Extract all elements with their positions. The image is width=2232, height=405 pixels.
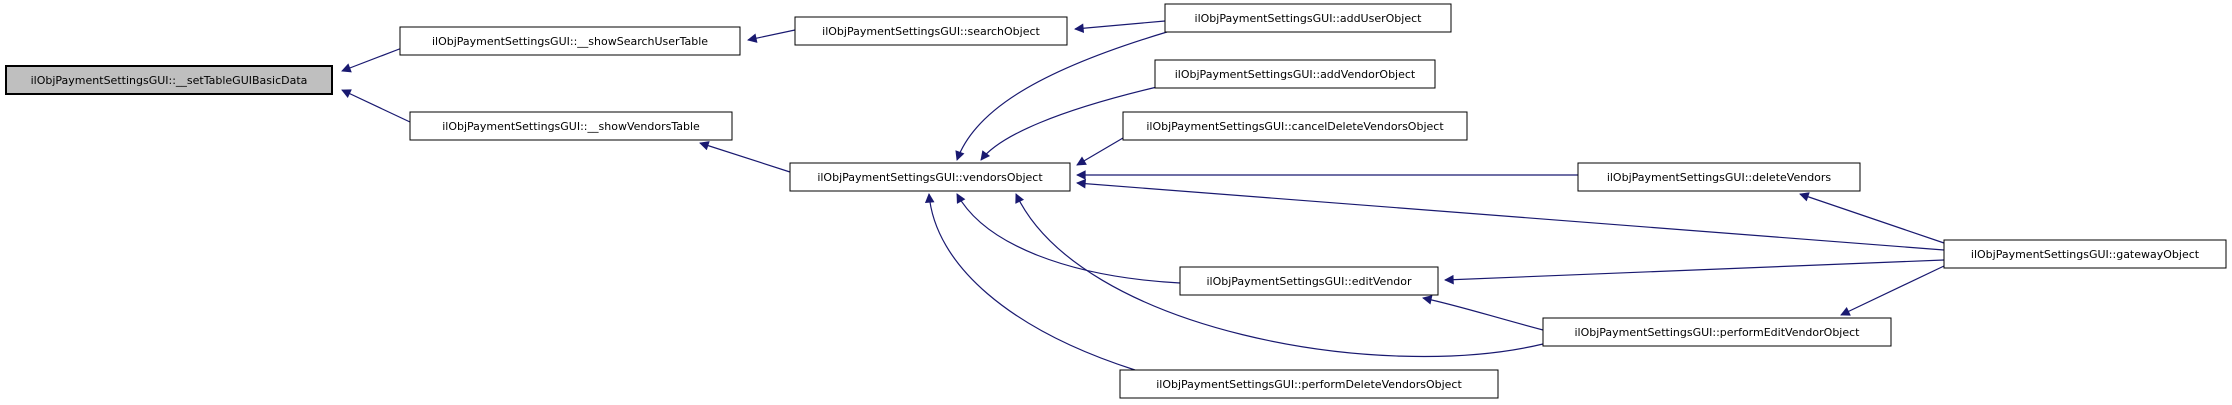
call-edge-cancelDeleteVendorsObject-to-vendorsObject (1076, 137, 1124, 166)
call-edge-gatewayObject-to-performEditVendorObject (1840, 265, 1945, 316)
call-edge-showVendorsTable-to-setTableGUIBasicData (341, 89, 411, 123)
call-edge-gatewayObject-to-editVendor (1444, 259, 1945, 285)
call-edge-addVendorObject-to-vendorsObject (980, 86, 1158, 161)
call-edge-performEditVendorObject-to-vendorsObject (1015, 193, 1544, 358)
function-node-box (1154, 59, 1436, 89)
edges-layer (341, 20, 1945, 371)
function-node-box (399, 26, 741, 56)
graph-node-showVendorsTable[interactable]: ilObjPaymentSettingsGUI::__showVendorsTa… (409, 111, 733, 141)
node-label-performEditVendorObject: ilObjPaymentSettingsGUI::performEditVend… (1574, 326, 1860, 339)
function-node-box (409, 111, 733, 141)
call-edge-gatewayObject-to-deleteVendors (1799, 192, 1945, 244)
node-label-addVendorObject: ilObjPaymentSettingsGUI::addVendorObject (1175, 68, 1416, 81)
call-edge-addUserObject-to-searchObject (1074, 20, 1166, 34)
call-edge-performDeleteVendorsObject-to-vendorsObject (924, 193, 1136, 371)
function-node-box (1179, 266, 1439, 296)
node-label-editVendor: ilObjPaymentSettingsGUI::editVendor (1206, 275, 1412, 288)
call-edge-addUserObject-to-vendorsObject (955, 31, 1168, 161)
call-edge-performEditVendorObject-to-editVendor (1422, 295, 1544, 331)
call-edge-gatewayObject-to-vendorsObject (1076, 178, 1945, 251)
call-edge-vendorsObject-to-showVendorsTable (699, 141, 791, 173)
current-function-node-box (5, 65, 333, 95)
node-label-setTableGUIBasicData: ilObjPaymentSettingsGUI::__setTableGUIBa… (31, 74, 308, 87)
function-node-box (1943, 239, 2227, 269)
graph-node-searchObject[interactable]: ilObjPaymentSettingsGUI::searchObject (794, 16, 1068, 46)
graph-node-performEditVendorObject[interactable]: ilObjPaymentSettingsGUI::performEditVend… (1542, 317, 1892, 347)
graph-node-cancelDeleteVendorsObject[interactable]: ilObjPaymentSettingsGUI::cancelDeleteVen… (1122, 111, 1468, 141)
graph-node-vendorsObject[interactable]: ilObjPaymentSettingsGUI::vendorsObject (789, 162, 1071, 192)
function-node-box (1542, 317, 1892, 347)
node-label-showVendorsTable: ilObjPaymentSettingsGUI::__showVendorsTa… (442, 120, 700, 133)
node-label-addUserObject: ilObjPaymentSettingsGUI::addUserObject (1195, 12, 1423, 25)
function-node-box (1577, 162, 1861, 192)
graph-node-addVendorObject[interactable]: ilObjPaymentSettingsGUI::addVendorObject (1154, 59, 1436, 89)
nodes-layer: ilObjPaymentSettingsGUI::__setTableGUIBa… (5, 3, 2227, 399)
graph-node-deleteVendors[interactable]: ilObjPaymentSettingsGUI::deleteVendors (1577, 162, 1861, 192)
node-label-searchObject: ilObjPaymentSettingsGUI::searchObject (822, 25, 1040, 38)
function-node-box (1164, 3, 1452, 33)
graph-node-showSearchUserTable[interactable]: ilObjPaymentSettingsGUI::__showSearchUse… (399, 26, 741, 56)
call-edge-showSearchUserTable-to-setTableGUIBasicData (341, 47, 403, 73)
function-node-box (794, 16, 1068, 46)
node-label-vendorsObject: ilObjPaymentSettingsGUI::vendorsObject (817, 171, 1043, 184)
node-label-deleteVendors: ilObjPaymentSettingsGUI::deleteVendors (1607, 171, 1832, 184)
graph-node-performDeleteVendorsObject[interactable]: ilObjPaymentSettingsGUI::performDeleteVe… (1119, 369, 1499, 399)
node-label-showSearchUserTable: ilObjPaymentSettingsGUI::__showSearchUse… (432, 35, 708, 48)
node-label-performDeleteVendorsObject: ilObjPaymentSettingsGUI::performDeleteVe… (1156, 378, 1462, 391)
graph-node-addUserObject[interactable]: ilObjPaymentSettingsGUI::addUserObject (1164, 3, 1452, 33)
graph-node-gatewayObject[interactable]: ilObjPaymentSettingsGUI::gatewayObject (1943, 239, 2227, 269)
graph-node-setTableGUIBasicData: ilObjPaymentSettingsGUI::__setTableGUIBa… (5, 65, 333, 95)
call-edge-searchObject-to-showSearchUserTable (747, 29, 796, 43)
node-label-gatewayObject: ilObjPaymentSettingsGUI::gatewayObject (1971, 248, 2200, 261)
function-node-box (1122, 111, 1468, 141)
function-node-box (1119, 369, 1499, 399)
call-edge-editVendor-to-vendorsObject (956, 193, 1181, 284)
function-node-box (789, 162, 1071, 192)
graph-node-editVendor[interactable]: ilObjPaymentSettingsGUI::editVendor (1179, 266, 1439, 296)
node-label-cancelDeleteVendorsObject: ilObjPaymentSettingsGUI::cancelDeleteVen… (1146, 120, 1444, 133)
